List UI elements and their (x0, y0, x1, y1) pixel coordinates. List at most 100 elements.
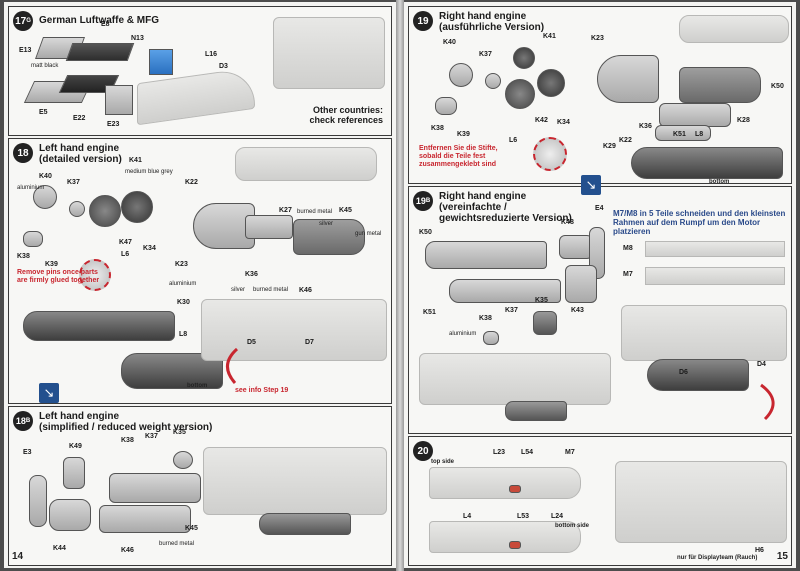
label-e3: E3 (23, 449, 32, 456)
book-gutter (396, 0, 404, 571)
label-k43: K43 (571, 307, 584, 314)
part-k43-b (565, 265, 597, 303)
see-info-step19: see info Step 19 (235, 387, 289, 394)
step-18a-title: Left hand engine (detailed version) (39, 143, 122, 165)
label-k37-b: K37 (145, 433, 158, 440)
step-20-number: 20 (413, 441, 433, 461)
fuselage-19b-right (621, 305, 787, 361)
label-k36-r: K36 (639, 123, 652, 130)
step-18a-panel: 18 Left hand engine (detailed version) K… (8, 138, 392, 404)
part-k49-ring (63, 457, 85, 489)
part-k45-duct (293, 219, 365, 255)
simplified-version-badge: ↘ (39, 383, 59, 403)
label-l8: L8 (179, 331, 188, 338)
part-d3-fuselage (137, 66, 255, 126)
part-k34-r (537, 69, 565, 97)
label-e8: E8 (101, 21, 110, 28)
label-k45-b: K45 (185, 525, 198, 532)
label-l16: L16 (205, 51, 218, 58)
label-k34: K34 (143, 245, 156, 252)
part-k37-r (485, 73, 501, 89)
cockpit-reference (273, 17, 385, 89)
note-matt-black: matt black (31, 63, 59, 69)
label-k50-b: K50 (419, 229, 432, 236)
label-l6: L6 (121, 251, 130, 258)
label-l53: L53 (517, 513, 530, 520)
label-k46: K46 (299, 287, 312, 294)
step-20-panel: 20 L23 L54 M7 L4 L53 L24 H6 top side bot… (408, 436, 792, 566)
label-e22: E22 (73, 115, 86, 122)
part-k34-fan (121, 191, 153, 223)
fuselage-install (201, 299, 387, 361)
strip-m8 (645, 241, 785, 257)
label-l23: L23 (493, 449, 506, 456)
page-number-left: 14 (12, 551, 24, 562)
label-k47: K47 (119, 239, 132, 246)
nozzle-18b (259, 513, 351, 535)
label-k38-b: K38 (479, 315, 492, 322)
label-k41: K41 (129, 157, 142, 164)
fuselage-19b (419, 353, 611, 405)
label-k51-b: K51 (423, 309, 436, 316)
label-l54: L54 (521, 449, 534, 456)
part-k47-compressor (89, 195, 121, 227)
part-e8-plate (65, 43, 135, 61)
label-e23: E23 (107, 121, 120, 128)
part-k41-r (513, 47, 535, 69)
label-d6: D6 (679, 369, 688, 376)
bottom-label: bottom (187, 383, 208, 389)
label-k44: K44 (53, 545, 66, 552)
part-k50-b (425, 241, 547, 269)
top-side-label: top side (431, 459, 455, 465)
part-k44-intake (49, 499, 91, 531)
label-k40-r: K40 (443, 39, 456, 46)
step-19b-title: Right hand engine (vereinfachte / gewich… (439, 191, 572, 224)
note-burned-metal-b: burned metal (159, 541, 195, 547)
step-20-number-text: 20 (417, 445, 429, 457)
part-k40-ring-r (449, 63, 473, 87)
step-18a-number-text: 18 (17, 147, 29, 159)
label-k37: K37 (67, 179, 80, 186)
label-k37-r: K37 (479, 51, 492, 58)
part-e3-flange (29, 475, 47, 527)
label-k51-r: K51 (673, 131, 686, 138)
note-burned-metal-1: burned metal (297, 209, 333, 215)
note-silver-2: silver (231, 287, 246, 293)
step-18a-number: 18 (13, 143, 33, 163)
label-k27: K27 (279, 207, 292, 214)
label-k37-b: K37 (505, 307, 518, 314)
part-k28-r (659, 103, 731, 127)
step-17-sub: G (26, 18, 31, 24)
note-gun-metal: gun metal (355, 231, 382, 237)
label-k29-r: K29 (603, 143, 616, 150)
label-k34-r: K34 (557, 119, 570, 126)
label-d5: D5 (247, 339, 256, 346)
part-l53-red (509, 541, 521, 549)
fuselage-top-side (429, 467, 581, 499)
label-k45: K45 (339, 207, 352, 214)
label-d7: D7 (305, 339, 314, 346)
part-k22-r (597, 55, 659, 103)
label-k40: K40 (39, 173, 52, 180)
label-k36: K36 (245, 271, 258, 278)
display-team-note: nur für Displayteam (Rauch) (677, 555, 758, 561)
label-k38: K38 (17, 253, 30, 260)
part-k40-ring (33, 185, 57, 209)
fuselage-18b (203, 447, 387, 515)
part-k51-b (449, 279, 561, 303)
step-19a-title: Right hand engine (ausführliche Version) (439, 11, 545, 33)
label-k22-r: K22 (619, 137, 632, 144)
step-17-title: German Luftwaffe & MFG (39, 15, 160, 26)
note-aluminium-2: aluminium (169, 281, 197, 287)
engine-19b-right (647, 359, 749, 391)
step-18b-title: Left hand engine (simplified / reduced w… (39, 411, 213, 433)
red-arrow-19b (760, 383, 775, 421)
label-e4: E4 (595, 205, 604, 212)
part-k45-duct-b (109, 473, 201, 503)
label-k48: K48 (561, 219, 574, 226)
step-19b-sub: B (425, 198, 431, 204)
part-k35-small (173, 451, 193, 469)
